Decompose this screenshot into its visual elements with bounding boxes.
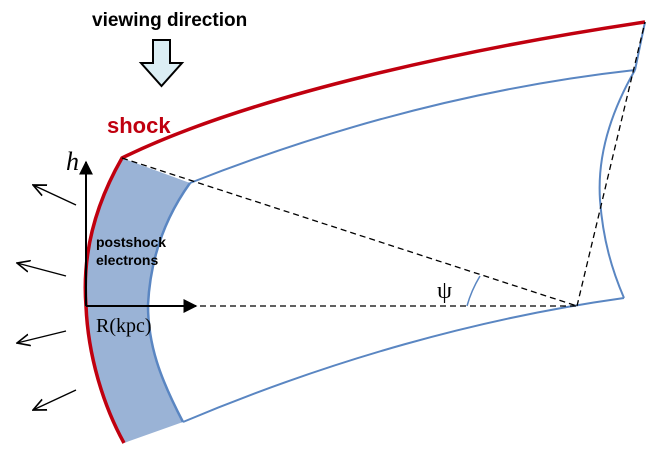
psi-label: ψ	[437, 278, 452, 304]
down-arrow-icon	[138, 39, 185, 88]
dashed-right-diagonal	[576, 21, 646, 307]
shock-front	[83, 20, 646, 444]
right-shell-arc	[598, 69, 636, 299]
viewing-direction-label: viewing direction	[92, 10, 247, 31]
postshock-label-line2: electrons	[96, 252, 158, 268]
outward-arrow-2	[17, 263, 67, 277]
outward-arrow-1	[33, 185, 77, 206]
h-axis-label: h	[66, 147, 79, 176]
lower-shell-line	[182, 297, 625, 423]
dashed-upper-ray	[121, 157, 578, 307]
outward-arrow-4	[33, 389, 77, 410]
r-axis-label: R(kpc)	[96, 315, 152, 337]
postshock-label-line1: postshock	[96, 234, 166, 250]
upper-shell-line	[189, 69, 636, 184]
shock-label: shock	[107, 113, 171, 138]
psi-angle-arc	[466, 275, 481, 307]
outward-arrow-3	[17, 330, 67, 343]
